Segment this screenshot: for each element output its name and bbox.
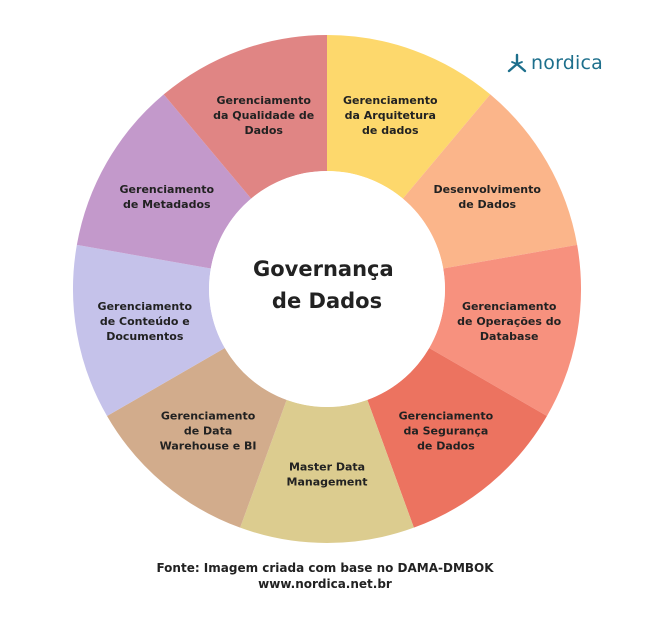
segment-label: Gerenciamento de Conteúdo e Documentos [98,300,193,343]
segment-gerenciamento-de-metadados[interactable] [76,94,252,269]
segment-gerenciamento-da-arquitetura-de-dados[interactable] [327,35,491,199]
segment-label-line: Gerenciamento [343,94,438,107]
segment-label-line: Gerenciamento [216,94,311,107]
segment-desenvolvimento-de-dados[interactable] [402,94,578,269]
segment-label: Gerenciamento da Qualidade de Dados [213,94,314,137]
segment-label-line: de dados [362,124,419,137]
segment-label-line: Gerenciamento [120,183,215,196]
wheel-center [209,171,445,407]
segment-label: Gerenciamento da Segurança de Dados [399,410,494,453]
segment-label-line: de Conteúdo e [100,315,190,328]
segment-label-line: Gerenciamento [98,300,193,313]
segment-label-line: de Metadados [123,198,211,211]
segment-label-line: Master Data [289,461,365,474]
segment-label-line: da Qualidade de [213,109,314,122]
segment-master-data-management[interactable] [240,399,414,544]
source-caption: Fonte: Imagem criada com base no DAMA-DM… [156,561,494,575]
segment-gerenciamento-de-conteudo-e-documentos[interactable] [72,244,225,416]
source-url[interactable]: www.nordica.net.br [258,577,392,591]
nordica-logo[interactable]: nordica [506,50,603,76]
segment-label-line: da Arquitetura [345,109,436,122]
segment-gerenciamento-de-data-warehouse-e-bi[interactable] [107,348,287,528]
nordica-logo-icon [507,53,527,73]
center-title: Governança de Dados [253,257,401,313]
segment-label-line: Warehouse e BI [160,440,257,453]
segment-label-line: Management [287,476,368,489]
segment-label-line: Dados [244,124,283,137]
segment-label-line: Database [480,330,539,343]
segment-label-line: Gerenciamento [399,410,494,423]
segment-label-line: de Dados [417,440,475,453]
segment-label-line: da Segurança [403,425,488,438]
segment-gerenciamento-da-seguranca-de-dados[interactable] [367,348,547,528]
segment-gerenciamento-da-qualidade-de-dados[interactable] [163,35,327,199]
segment-label-line: de Data [184,425,232,438]
segment-label-line: Desenvolvimento [433,183,541,196]
segment-label-line: Gerenciamento [161,410,256,423]
wheel-segments [72,35,581,544]
segment-label-line: Gerenciamento [462,300,557,313]
center-title-line-2: de Dados [272,289,382,313]
segment-label-line: de Dados [458,198,516,211]
wheel-segment-labels: Gerenciamento da Arquitetura de dadosDesen… [98,94,562,488]
brand-name: nordica [531,52,603,74]
segment-gerenciamento-de-operacoes-do-database[interactable] [429,244,581,416]
segment-label-line: de Operações do [457,315,561,328]
segment-label: Gerenciamento da Arquitetura de dados [343,94,438,137]
segment-label: Gerenciamento de Operações do Database [457,300,561,343]
center-title-line-1: Governança [253,257,394,281]
segment-label: Desenvolvimento de Dados [433,183,541,211]
segment-label: Gerenciamento de Metadados [120,183,215,211]
segment-label-line: Documentos [106,330,184,343]
